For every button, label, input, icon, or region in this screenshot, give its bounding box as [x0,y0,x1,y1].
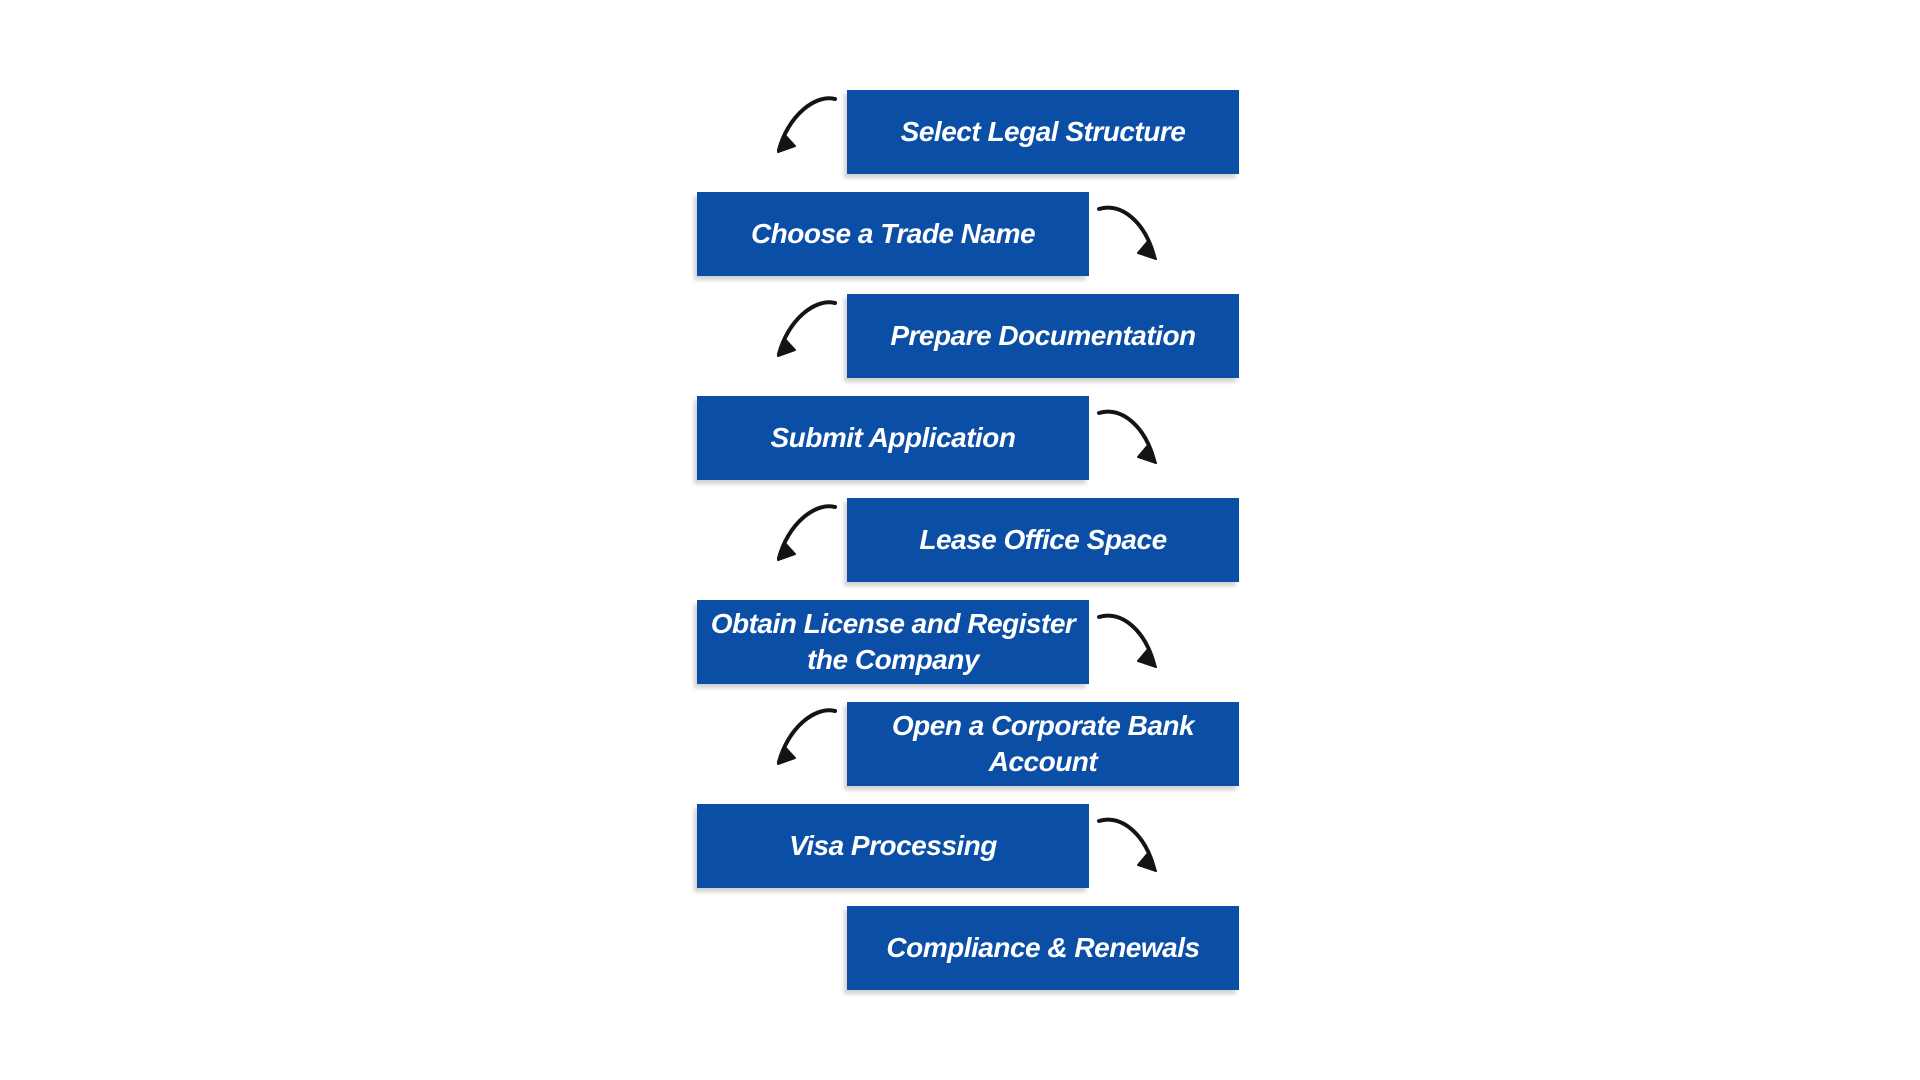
curved-arrow-down-left-icon [777,708,837,765]
step-box: Compliance & Renewals [847,906,1239,990]
step-box: Submit Application [697,396,1089,480]
step-row-7: Open a Corporate Bank Account [0,702,1920,786]
step-row-9: Compliance & Renewals [0,906,1920,990]
step-box: Select Legal Structure [847,90,1239,174]
curved-arrow-down-right-icon [1097,817,1157,872]
curved-arrow-down-left-icon [777,300,837,357]
step-row-1: Select Legal Structure [0,90,1920,174]
step-box: Lease Office Space [847,498,1239,582]
step-label: Submit Application [770,422,1016,454]
step-box: Visa Processing [697,804,1089,888]
step-label: Select Legal Structure [900,116,1186,148]
step-row-2: Choose a Trade Name [0,192,1920,276]
step-box: Open a Corporate Bank Account [847,702,1239,786]
step-box: Obtain License and Register the Company [697,600,1089,684]
step-label: Choose a Trade Name [750,218,1036,250]
curved-arrow-down-right-icon [1097,205,1157,260]
curved-arrow-down-right-icon [1097,613,1157,668]
step-row-6: Obtain License and Register the Company [0,600,1920,684]
curved-arrow-down-left-icon [777,504,837,561]
step-label: Prepare Documentation [890,320,1196,352]
curved-arrow-down-left-icon [777,96,837,153]
step-label: Obtain License and Register the Company [710,608,1076,675]
step-row-3: Prepare Documentation [0,294,1920,378]
step-row-4: Submit Application [0,396,1920,480]
step-box: Prepare Documentation [847,294,1239,378]
step-label: Visa Processing [789,830,997,862]
step-row-5: Lease Office Space [0,498,1920,582]
step-label: Lease Office Space [919,524,1167,556]
step-row-8: Visa Processing [0,804,1920,888]
step-label: Compliance & Renewals [886,932,1200,964]
step-box: Choose a Trade Name [697,192,1089,276]
curved-arrow-down-right-icon [1097,409,1157,464]
step-label: Open a Corporate Bank Account [891,710,1195,777]
